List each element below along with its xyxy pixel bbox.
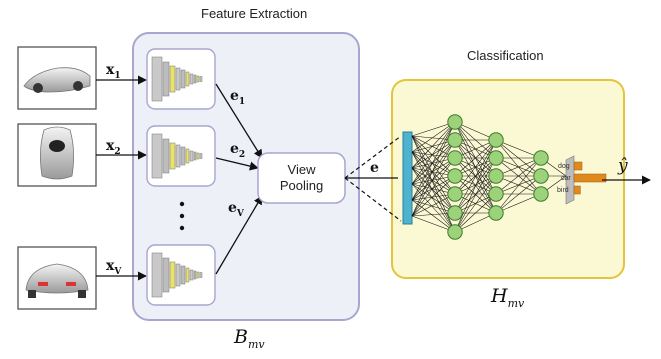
output-label: ŷ	[618, 156, 628, 176]
class-label-bird: bird	[557, 187, 569, 194]
cnn-branch-3	[146, 244, 216, 306]
embedding-label-v: eV	[228, 200, 244, 219]
embedding-label-2: e2	[230, 141, 246, 160]
input-image-2	[17, 123, 97, 187]
feature-extraction-title: Feature Extraction	[201, 6, 308, 21]
classifier-network	[402, 114, 567, 240]
classification-title: Classification	[467, 48, 544, 63]
class-bar-bird	[573, 185, 581, 195]
cnn-branch-2	[146, 125, 216, 187]
class-bar-car	[573, 173, 607, 183]
ellipsis-dots	[179, 201, 185, 231]
pooled-embedding-label: e	[370, 160, 379, 176]
input-label-1: x1	[106, 62, 121, 81]
input-label-v: xV	[106, 258, 122, 277]
view-pooling-label: View Pooling	[258, 162, 345, 194]
cnn-branch-1	[146, 48, 216, 110]
view-pooling-line1: View	[287, 162, 316, 177]
input-image-1	[17, 46, 97, 110]
class-label-car: car	[561, 175, 571, 182]
class-bar-dog	[573, 161, 583, 171]
view-pooling-line2: Pooling	[279, 178, 324, 193]
bmv-label: Bmv	[234, 326, 265, 351]
hmv-label: Hmv	[491, 285, 525, 310]
input-label-2: x2	[106, 138, 121, 157]
class-label-dog: dog	[558, 163, 570, 170]
embedding-label-1: e1	[230, 88, 246, 107]
input-image-3	[17, 246, 97, 310]
class-score-bars	[565, 155, 607, 205]
